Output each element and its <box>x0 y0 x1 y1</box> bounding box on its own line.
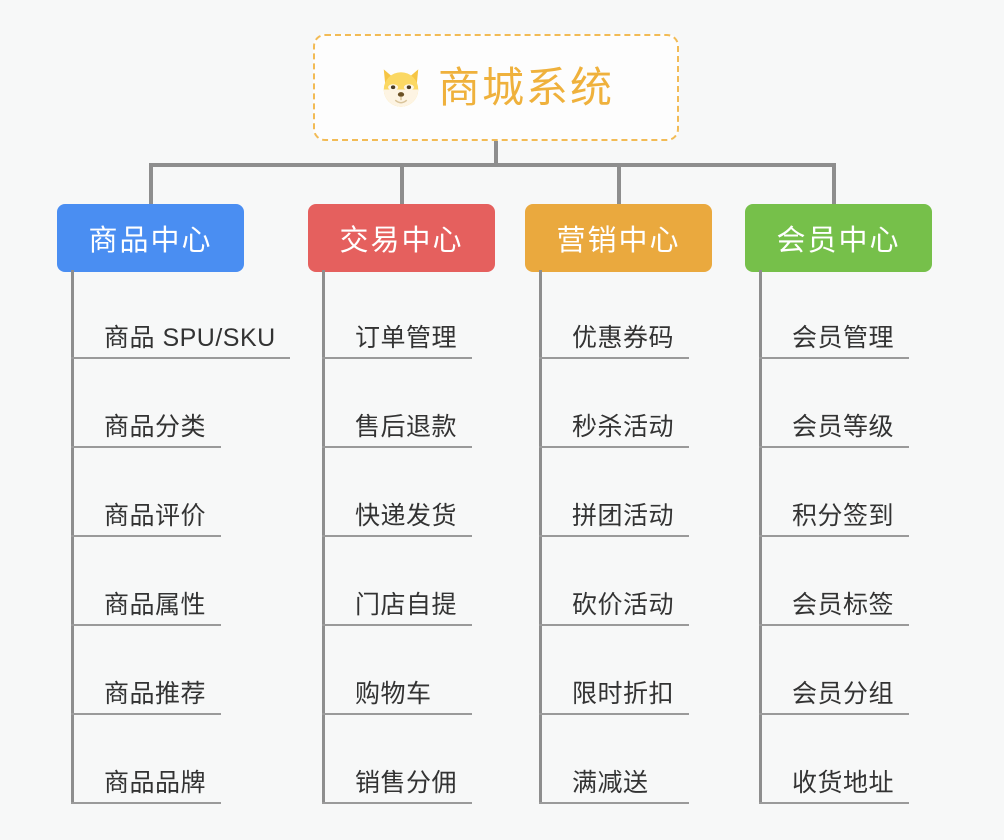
leaf-label: 拼团活动 <box>572 502 675 531</box>
leaf-label: 满减送 <box>572 769 649 798</box>
list-item[interactable]: 商品属性 <box>71 537 221 626</box>
leaf-label: 商品评价 <box>104 502 207 531</box>
list-item[interactable]: 商品分类 <box>71 359 221 448</box>
list-item[interactable]: 积分签到 <box>759 448 909 537</box>
leaf-label: 限时折扣 <box>572 680 675 709</box>
list-item[interactable]: 秒杀活动 <box>539 359 689 448</box>
leaf-label: 商品分类 <box>104 413 207 442</box>
list-item[interactable]: 商品 SPU/SKU <box>71 270 290 359</box>
connector-root-stem <box>494 141 498 165</box>
list-item[interactable]: 门店自提 <box>322 537 472 626</box>
list-item[interactable]: 会员等级 <box>759 359 909 448</box>
leaf-label: 商品品牌 <box>104 769 207 798</box>
list-item[interactable]: 商品推荐 <box>71 626 221 715</box>
leaf-label: 积分签到 <box>792 502 895 531</box>
connector-drop-4 <box>832 163 836 205</box>
leaf-label: 优惠券码 <box>572 324 675 353</box>
category-column-product: 商品中心 <box>57 204 244 272</box>
leaf-label: 购物车 <box>355 680 432 709</box>
list-item[interactable]: 会员标签 <box>759 537 909 626</box>
leaf-list-trade: 订单管理 售后退款 快递发货 门店自提 购物车 销售分佣 <box>322 270 472 804</box>
list-item[interactable]: 优惠券码 <box>539 270 689 359</box>
category-header-trade[interactable]: 交易中心 <box>308 204 495 272</box>
list-item[interactable]: 商品品牌 <box>71 715 221 804</box>
connector-horizontal-bus <box>149 163 835 167</box>
leaf-label: 收货地址 <box>792 769 895 798</box>
leaf-label: 订单管理 <box>355 324 458 353</box>
root-title: 商城系统 <box>437 63 614 111</box>
shiba-dog-face-icon <box>383 68 419 107</box>
list-item[interactable]: 销售分佣 <box>322 715 472 804</box>
leaf-label: 快递发货 <box>355 502 458 531</box>
category-column-trade: 交易中心 <box>308 204 495 272</box>
list-item[interactable]: 收货地址 <box>759 715 909 804</box>
list-item[interactable]: 售后退款 <box>322 359 472 448</box>
leaf-label: 商品属性 <box>104 591 207 620</box>
leaf-label: 会员等级 <box>792 413 895 442</box>
category-header-marketing[interactable]: 营销中心 <box>525 204 712 272</box>
category-header-product[interactable]: 商品中心 <box>57 204 244 272</box>
list-item[interactable]: 购物车 <box>322 626 472 715</box>
list-item[interactable]: 订单管理 <box>322 270 472 359</box>
leaf-label: 门店自提 <box>355 591 458 620</box>
category-column-member: 会员中心 <box>745 204 932 272</box>
leaf-label: 商品推荐 <box>104 680 207 709</box>
leaf-list-product: 商品 SPU/SKU 商品分类 商品评价 商品属性 商品推荐 商品品牌 <box>71 270 290 804</box>
leaf-label: 秒杀活动 <box>572 413 675 442</box>
leaf-list-member: 会员管理 会员等级 积分签到 会员标签 会员分组 收货地址 <box>759 270 909 804</box>
leaf-list-marketing: 优惠券码 秒杀活动 拼团活动 砍价活动 限时折扣 满减送 <box>539 270 689 804</box>
connector-drop-3 <box>617 163 621 205</box>
connector-drop-2 <box>400 163 404 205</box>
list-item[interactable]: 满减送 <box>539 715 689 804</box>
leaf-label: 会员标签 <box>792 591 895 620</box>
leaf-label: 会员管理 <box>792 324 895 353</box>
leaf-label: 售后退款 <box>355 413 458 442</box>
category-header-member[interactable]: 会员中心 <box>745 204 932 272</box>
leaf-label: 销售分佣 <box>355 769 458 798</box>
root-node[interactable]: 商城系统 <box>313 34 679 141</box>
list-item[interactable]: 砍价活动 <box>539 537 689 626</box>
leaf-label: 会员分组 <box>792 680 895 709</box>
list-item[interactable]: 拼团活动 <box>539 448 689 537</box>
category-column-marketing: 营销中心 <box>525 204 712 272</box>
list-item[interactable]: 会员管理 <box>759 270 909 359</box>
list-item[interactable]: 限时折扣 <box>539 626 689 715</box>
connector-drop-1 <box>149 163 153 205</box>
list-item[interactable]: 商品评价 <box>71 448 221 537</box>
leaf-label: 砍价活动 <box>572 591 675 620</box>
list-item[interactable]: 会员分组 <box>759 626 909 715</box>
leaf-label: 商品 SPU/SKU <box>104 324 276 353</box>
list-item[interactable]: 快递发货 <box>322 448 472 537</box>
